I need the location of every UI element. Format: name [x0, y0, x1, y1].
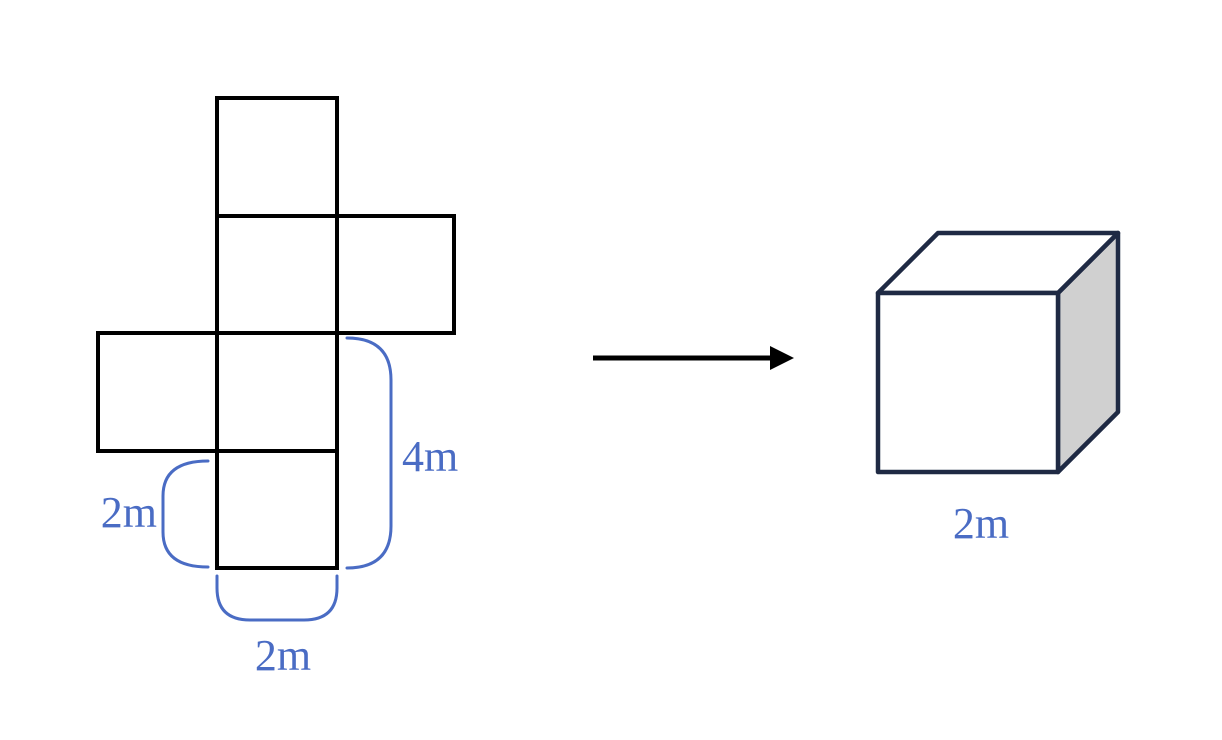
- cube: 2m: [875, 230, 1121, 548]
- fold-arrow: [593, 346, 794, 370]
- net-dimensions: 2m 4m 2m: [101, 336, 458, 680]
- net-face-top: [215, 96, 339, 218]
- arrow-head-icon: [770, 346, 794, 370]
- cube-net: [96, 96, 456, 570]
- net-face-upper-middle: [215, 214, 339, 335]
- right-height-bracket: [345, 336, 393, 570]
- net-face-bottom: [215, 449, 339, 570]
- right-height-label: 4m: [402, 432, 458, 481]
- bottom-width-label: 2m: [255, 631, 311, 680]
- left-height-bracket: [161, 459, 210, 569]
- net-face-lower-middle: [215, 331, 339, 453]
- bottom-width-bracket: [215, 574, 339, 622]
- net-face-right-flap: [335, 214, 456, 335]
- cube-edge-label: 2m: [953, 499, 1009, 548]
- cube-front-face: [875, 290, 1061, 475]
- net-face-left-flap: [96, 331, 219, 453]
- left-height-label: 2m: [101, 488, 157, 537]
